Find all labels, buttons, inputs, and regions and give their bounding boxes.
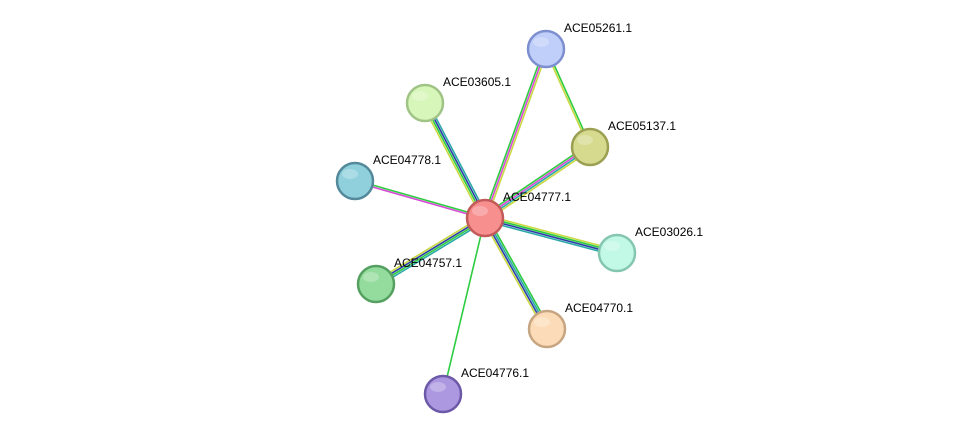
node-label: ACE04778.1 bbox=[373, 153, 441, 167]
edge-evidence-line bbox=[377, 219, 487, 288]
edge-ace04777-1-ace05137-1 bbox=[482, 143, 593, 222]
node-circle[interactable] bbox=[356, 264, 396, 304]
node-label: ACE05261.1 bbox=[564, 21, 632, 35]
edge-ace04777-1-ace04757-1 bbox=[374, 214, 487, 288]
node-highlight bbox=[363, 272, 379, 282]
edge-ace04777-1-ace05261-1 bbox=[482, 48, 549, 219]
node-label: ACE04777.1 bbox=[503, 190, 571, 204]
edge-evidence-line bbox=[485, 217, 549, 329]
node-highlight bbox=[412, 91, 428, 101]
node-circle[interactable] bbox=[465, 198, 505, 238]
edge-evidence-line bbox=[375, 216, 485, 284]
node-ace03026-1[interactable]: ACE03026.1 bbox=[597, 225, 703, 273]
node-circle[interactable] bbox=[423, 374, 463, 414]
node-circle[interactable] bbox=[570, 127, 610, 167]
edge-evidence-line bbox=[425, 102, 487, 218]
node-ace04776-1[interactable]: ACE04776.1 bbox=[423, 366, 529, 414]
node-ace04770-1[interactable]: ACE04770.1 bbox=[527, 301, 633, 349]
node-label: ACE03605.1 bbox=[443, 75, 511, 89]
edge-evidence-line bbox=[484, 219, 617, 257]
node-circle[interactable] bbox=[335, 161, 375, 201]
edge-evidence-line bbox=[354, 181, 485, 220]
node-highlight bbox=[534, 317, 550, 327]
node-highlight bbox=[342, 169, 358, 179]
edge-ace04777-1-ace04770-1 bbox=[481, 216, 551, 331]
edge-evidence-line bbox=[483, 218, 547, 330]
node-highlight bbox=[604, 241, 620, 251]
edge-evidence-line bbox=[355, 179, 486, 218]
node-ace04757-1[interactable]: ACE04757.1 bbox=[356, 256, 462, 304]
node-ace04777-1[interactable]: ACE04777.1 bbox=[465, 190, 571, 238]
edge-evidence-line bbox=[482, 143, 589, 217]
node-circle[interactable] bbox=[597, 233, 637, 273]
edge-evidence-line bbox=[426, 101, 489, 218]
edge-evidence-line bbox=[484, 218, 617, 255]
edge-evidence-line bbox=[486, 49, 549, 219]
edge-ace04777-1-ace04776-1 bbox=[442, 217, 486, 395]
edge-evidence-line bbox=[481, 218, 546, 331]
node-label: ACE04776.1 bbox=[461, 366, 529, 380]
node-label: ACE04770.1 bbox=[565, 301, 633, 315]
node-circle[interactable] bbox=[526, 29, 566, 69]
edges-layer bbox=[354, 48, 618, 395]
node-ace04778-1[interactable]: ACE04778.1 bbox=[335, 153, 441, 201]
nodes-layer: ACE04777.1 ACE05261.1ACE03605.1ACE05137.1… bbox=[335, 21, 703, 414]
edge-evidence-line bbox=[484, 48, 547, 219]
edge-evidence-line bbox=[486, 148, 593, 222]
edge-evidence-line bbox=[421, 103, 484, 220]
edge-evidence-line bbox=[374, 214, 484, 283]
edge-evidence-line bbox=[376, 218, 486, 286]
node-highlight bbox=[430, 382, 446, 392]
node-highlight bbox=[533, 37, 549, 47]
node-highlight bbox=[577, 135, 593, 145]
edge-ace04777-1-ace04778-1 bbox=[354, 179, 486, 220]
edge-evidence-line bbox=[423, 103, 485, 219]
node-label: ACE04757.1 bbox=[394, 256, 462, 270]
node-circle[interactable] bbox=[527, 309, 567, 349]
node-label: ACE03026.1 bbox=[635, 225, 703, 239]
edge-evidence-line bbox=[486, 216, 551, 329]
node-label: ACE05137.1 bbox=[608, 119, 676, 133]
edge-evidence-line bbox=[485, 216, 618, 253]
edge-evidence-line bbox=[442, 217, 486, 395]
edge-evidence-line bbox=[484, 145, 590, 218]
edge-evidence-line bbox=[485, 214, 618, 252]
edge-ace04777-1-ace03605-1 bbox=[421, 101, 489, 220]
node-ace05137-1[interactable]: ACE05137.1 bbox=[570, 119, 676, 167]
node-ace03605-1[interactable]: ACE03605.1 bbox=[405, 75, 511, 123]
node-circle[interactable] bbox=[405, 83, 445, 123]
edge-evidence-line bbox=[482, 48, 545, 218]
node-highlight bbox=[472, 206, 488, 216]
node-ace05261-1[interactable]: ACE05261.1 bbox=[526, 21, 632, 69]
edge-evidence-line bbox=[485, 147, 591, 220]
edge-ace04777-1-ace03026-1 bbox=[484, 214, 618, 257]
